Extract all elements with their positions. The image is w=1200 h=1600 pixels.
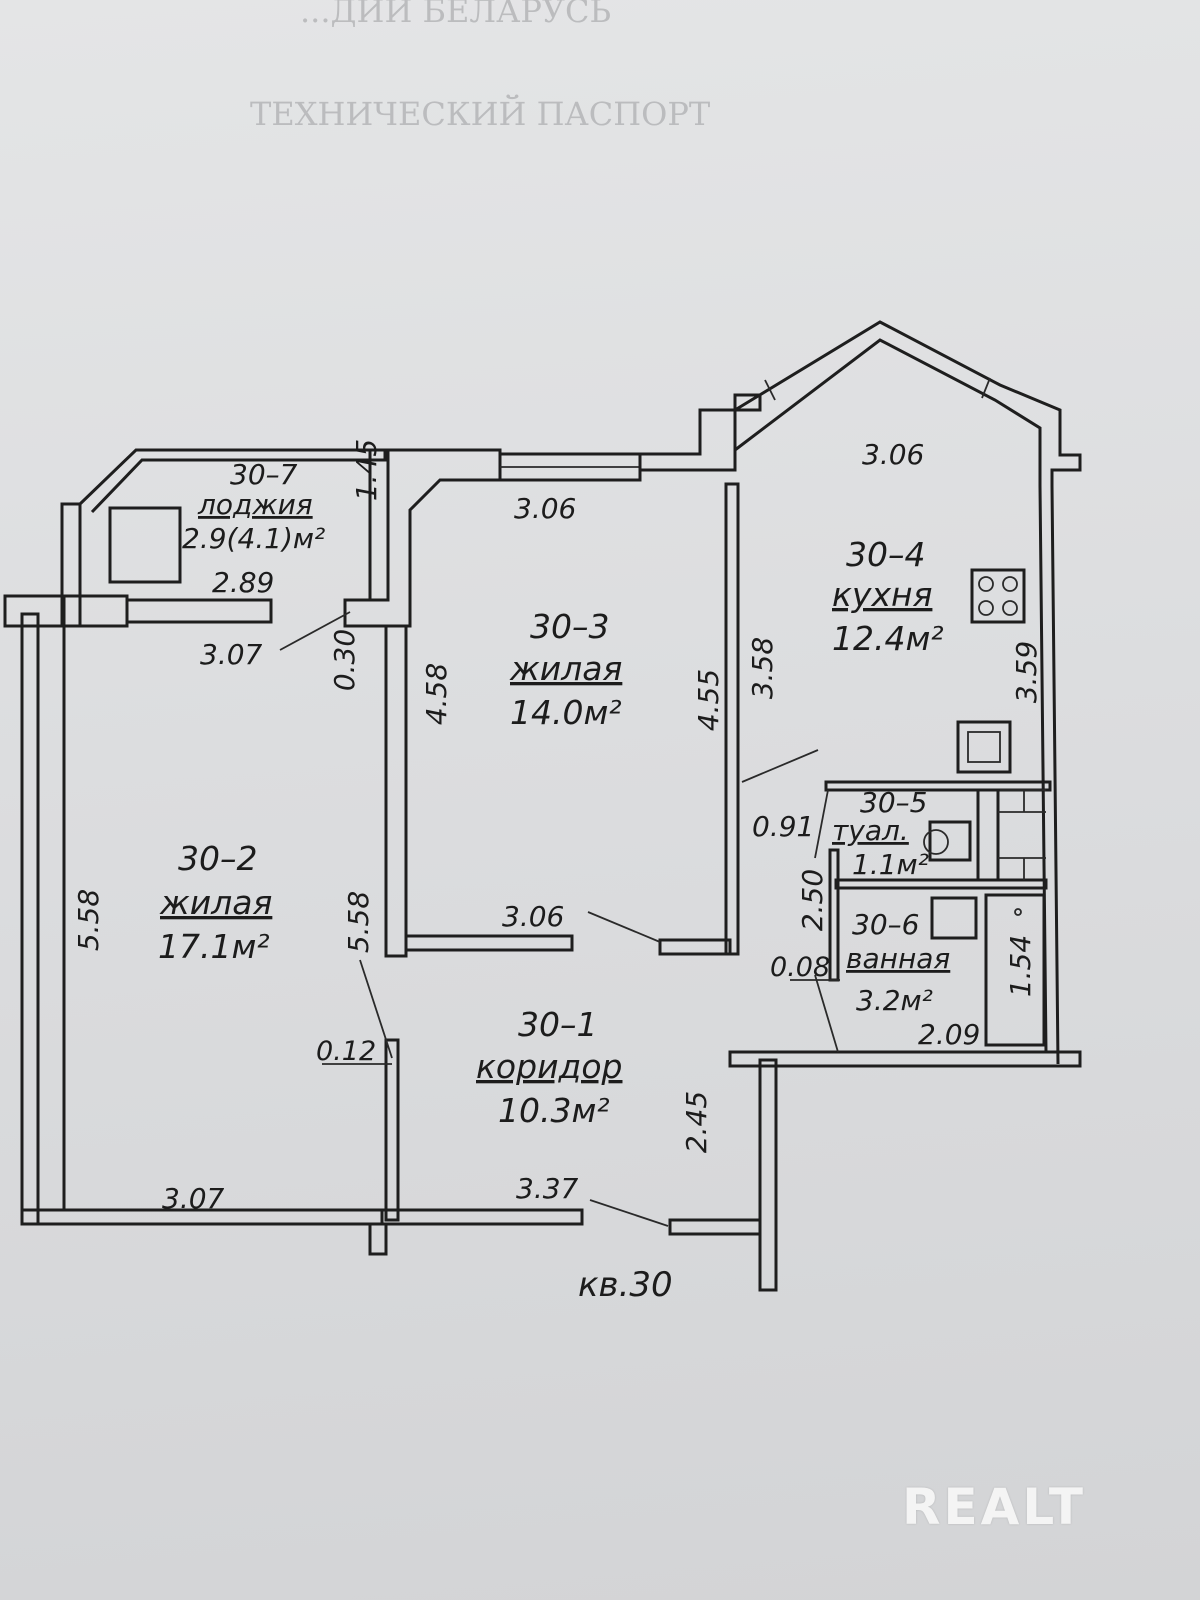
wall-corridor-top-right xyxy=(728,1050,1082,1068)
room-30-5: 30–5 туал. 1.1м² xyxy=(832,786,929,881)
toilet-code: 30–5 xyxy=(860,786,927,819)
loggia-name: лоджия xyxy=(197,488,313,521)
room-30-6: 30–6 ванная 3.2м² xyxy=(846,908,950,1017)
corridor-area: 10.3м² xyxy=(498,1091,610,1130)
stove-icon xyxy=(970,568,1026,624)
dim-toilet-width: 0.91 xyxy=(752,810,814,843)
room2-code: 30–2 xyxy=(178,839,258,878)
dim-bath-gap: 0.08 xyxy=(770,952,830,983)
wall-kitchen-bay xyxy=(734,320,1082,1065)
sink-icon xyxy=(956,720,1012,774)
dim-toilet-height: 2.50 xyxy=(796,869,829,931)
wall-kitchen-bay-inner xyxy=(734,338,1048,1053)
bath-code: 30–6 xyxy=(852,908,919,941)
dim-bath-height: 1.54 xyxy=(1004,935,1037,997)
wall-toilet-left xyxy=(828,848,840,982)
dim-loggia-depth: 3.07 xyxy=(200,638,263,671)
dim-room2-bottom: 3.07 xyxy=(162,1182,225,1215)
dim-kitchen-right: 3.59 xyxy=(1010,641,1043,703)
room3-area: 14.0м² xyxy=(510,693,622,732)
wall-room2-left xyxy=(20,612,40,1226)
corridor-name: коридор xyxy=(476,1047,622,1086)
room-30-4: 30–4 кухня 12.4м² xyxy=(832,535,944,658)
dim-kitchen-top: 3.06 xyxy=(862,438,924,471)
room-30-1: 30–1 коридор 10.3м² xyxy=(476,1005,622,1130)
wall-toilet-right xyxy=(976,788,1000,882)
wall-toilet-top xyxy=(824,780,1052,792)
wall-bottom-stub xyxy=(368,1222,388,1256)
realt-watermark-logo: REALT xyxy=(902,1478,1087,1536)
dim-room2-left: 5.58 xyxy=(72,889,105,951)
dim-corridor-right: 2.45 xyxy=(680,1091,713,1153)
dim-loggia-height: 1.45 xyxy=(350,439,383,501)
wall-toilet-bath xyxy=(834,878,1048,890)
room2-area: 17.1м² xyxy=(158,927,270,966)
dim-corridor-bottom: 3.37 xyxy=(516,1172,579,1205)
wall-room3-right xyxy=(724,482,740,956)
ghost-header-line-2: ТЕХНИЧЕСКИЙ ПАСПОРТ xyxy=(250,94,711,133)
wall-loggia-rail xyxy=(125,598,273,624)
wall-partition-stub xyxy=(384,1038,400,1222)
room2-name: жилая xyxy=(159,883,272,922)
loggia-code: 30–7 xyxy=(230,458,298,491)
corridor-code: 30–1 xyxy=(518,1005,598,1044)
dim-room2-gap: 0.12 xyxy=(316,1036,376,1067)
dim-room2-right: 5.58 xyxy=(342,891,375,953)
room-30-3: 30–3 жилая 14.0м² xyxy=(509,607,622,732)
bath-basin-icon xyxy=(930,896,978,940)
dim-kitchen-left: 3.58 xyxy=(746,637,779,699)
dim-room3-right: 4.55 xyxy=(692,669,725,731)
dim-room3-bottom: 3.06 xyxy=(502,900,564,933)
wall-room3-bottom xyxy=(404,934,574,952)
wall-entry-vertical xyxy=(758,1058,778,1292)
kitchen-area: 12.4м² xyxy=(832,619,944,658)
dim-loggia-width: 2.89 xyxy=(212,566,274,599)
toilet-icon xyxy=(928,820,972,862)
wall-bottom-right xyxy=(668,1218,762,1236)
bath-name: ванная xyxy=(846,942,950,975)
bath-area: 3.2м² xyxy=(856,984,933,1017)
room-loggia: 30–7 лоджия 2.9(4.1)м² xyxy=(182,458,325,555)
toilet-area: 1.1м² xyxy=(852,848,929,881)
loggia-box xyxy=(108,506,182,584)
dimensions: 1.45 2.89 3.07 0.30 3.06 4.58 4.55 3.06 … xyxy=(72,438,1043,1215)
wall-bottom-mid xyxy=(380,1208,584,1226)
leader-lines xyxy=(279,611,840,1227)
room-30-2: 30–2 жилая 17.1м² xyxy=(158,839,272,966)
wall-room3-bottom-right xyxy=(658,938,732,956)
ghost-header-line-1: ...ДИИ БЕЛАРУСЬ xyxy=(300,0,611,30)
walls xyxy=(3,320,1082,1292)
dim-room3-left: 4.58 xyxy=(420,663,453,725)
room3-code: 30–3 xyxy=(530,607,610,646)
dim-bath-width: 2.09 xyxy=(918,1018,980,1051)
wall-loggia-top xyxy=(78,448,387,514)
dim-room3-top: 3.06 xyxy=(514,492,576,525)
kitchen-code: 30–4 xyxy=(846,535,926,574)
loggia-area: 2.9(4.1)м² xyxy=(182,522,325,555)
wall-partition-vertical xyxy=(384,624,408,958)
dim-wall-offset: 0.30 xyxy=(328,629,361,691)
bathtub-icon xyxy=(984,893,1046,1047)
apartment-label: кв.30 xyxy=(578,1265,673,1305)
room3-name: жилая xyxy=(509,649,622,688)
toilet-name: туал. xyxy=(832,814,909,847)
kitchen-name: кухня xyxy=(832,575,932,614)
